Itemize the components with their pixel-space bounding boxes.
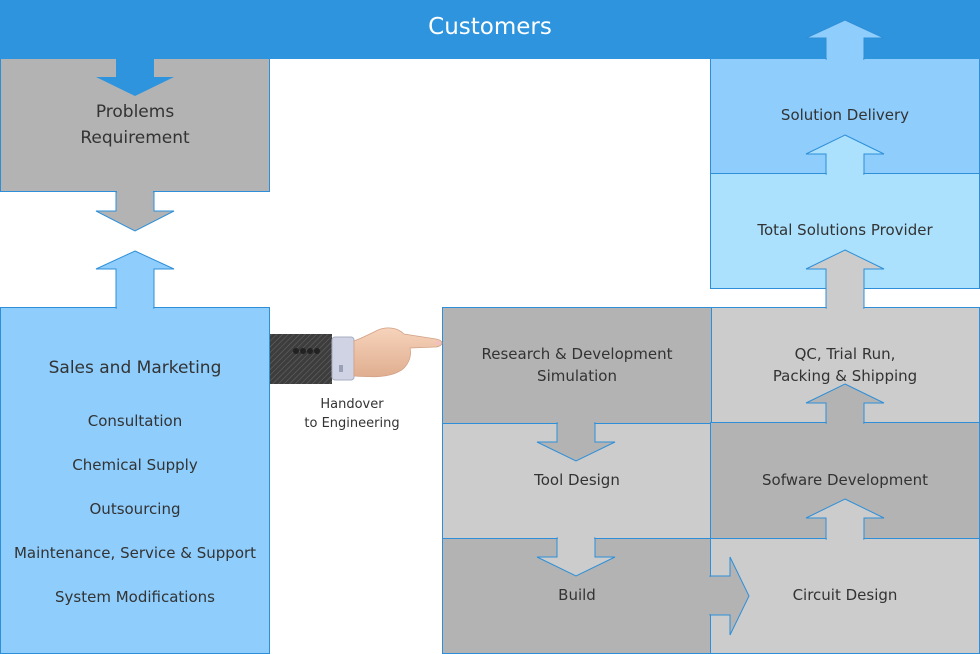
software-development-label: Sofware Development <box>762 471 928 489</box>
handover-label-line1: Handover <box>320 397 384 412</box>
tool-design-label: Tool Design <box>534 471 620 489</box>
arrow-problems-down <box>95 191 175 232</box>
circuit-design-label: Circuit Design <box>792 586 898 604</box>
customers-banner: Customers <box>0 0 980 59</box>
arrow-sales-up <box>95 250 175 309</box>
pointing-hand-icon <box>270 327 443 384</box>
problems-requirement-box <box>0 59 270 192</box>
qc-label-line1: QC, Trial Run, <box>794 345 896 363</box>
total-solutions-label: Total Solutions Provider <box>757 221 933 239</box>
rd-label-line2: Simulation <box>537 367 617 385</box>
qc-shipping-box <box>711 307 980 423</box>
problems-label: Problems <box>95 102 175 122</box>
solution-delivery-label: Solution Delivery <box>780 106 910 124</box>
circuit-design-box <box>710 538 980 654</box>
handover-label-line2: to Engineering <box>304 416 400 431</box>
sales-marketing-box <box>0 307 270 654</box>
rd-label-line1: Research & Development <box>481 345 673 363</box>
sales-item-chemical-supply: Chemical Supply <box>72 456 198 474</box>
rd-simulation-box <box>442 307 712 424</box>
sales-item-maintenance: Maintenance, Service & Support <box>13 544 257 562</box>
sales-marketing-title: Sales and Marketing <box>48 358 222 378</box>
requirement-label: Requirement <box>80 128 190 148</box>
qc-label-line2: Packing & Shipping <box>772 367 918 385</box>
customers-title: Customers <box>428 14 552 40</box>
sales-item-outsourcing: Outsourcing <box>89 500 181 518</box>
sales-item-consultation: Consultation <box>87 412 183 430</box>
sales-item-system-modifications: System Modifications <box>55 588 215 606</box>
build-label: Build <box>558 586 596 604</box>
